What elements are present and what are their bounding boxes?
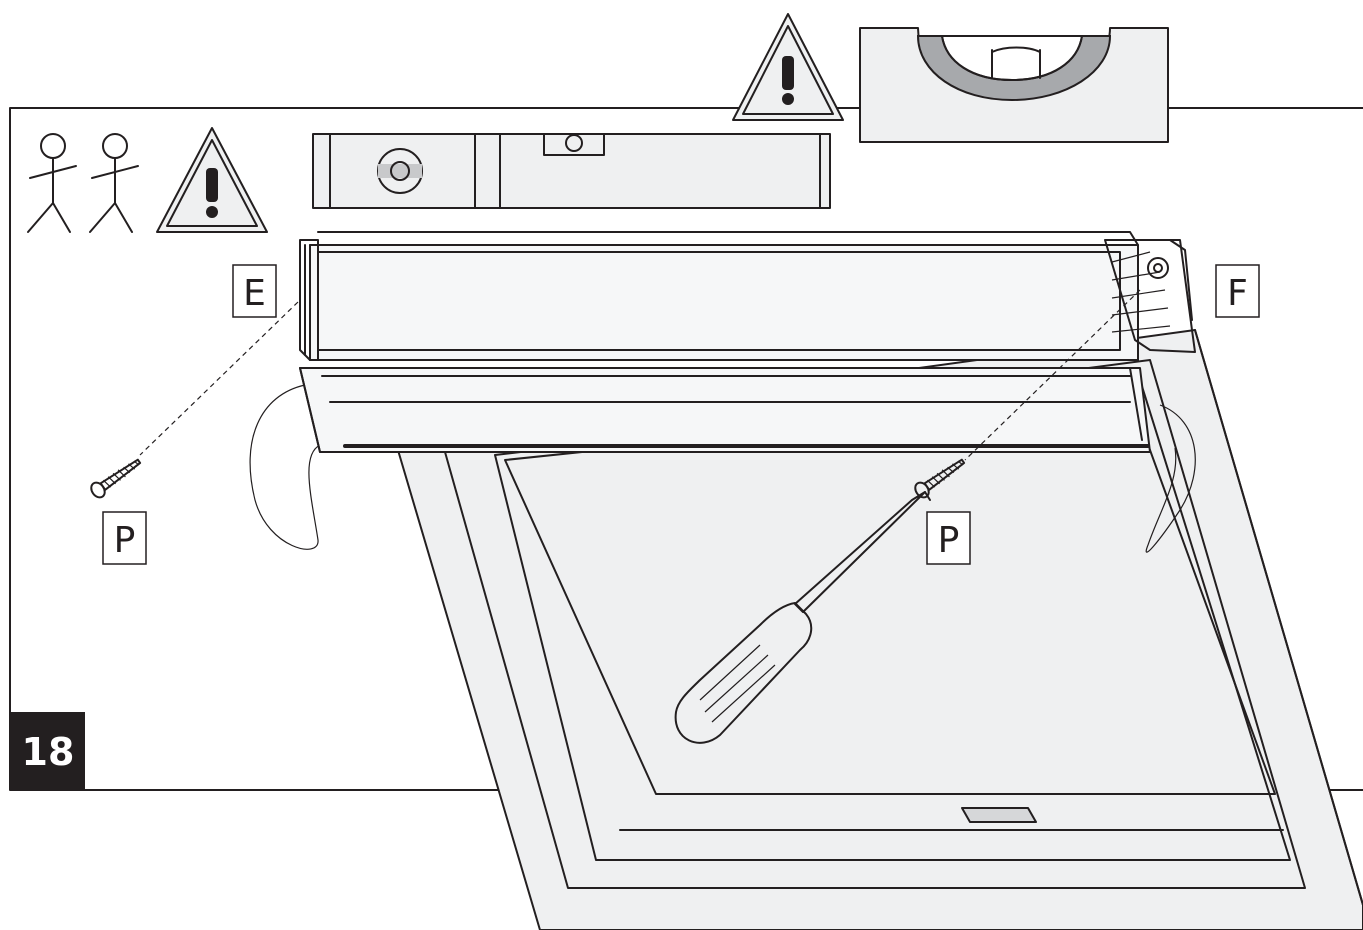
window-sash — [394, 329, 1363, 930]
label-box-f: F — [1215, 264, 1260, 318]
warning-triangle-top-icon — [732, 13, 844, 121]
step-number-badge: 18 — [10, 712, 85, 790]
label-p-left: P — [114, 520, 136, 561]
blind-top-rail — [299, 231, 1196, 361]
label-box-e: E — [232, 264, 277, 318]
step-number: 18 — [22, 730, 75, 774]
warning-triangle-icon — [156, 127, 268, 233]
label-e: E — [243, 273, 266, 314]
spirit-level-detail-icon — [859, 27, 1169, 143]
screw-left-icon — [90, 458, 142, 499]
label-box-p-right: P — [926, 511, 971, 565]
screwdriver-icon — [674, 491, 931, 744]
label-p-right: P — [938, 520, 960, 561]
spirit-level-icon — [312, 133, 831, 209]
screw-guide-lines — [139, 289, 1141, 461]
screw-right-icon — [914, 458, 966, 499]
blind-bottom-rail — [299, 367, 1151, 453]
label-f: F — [1227, 273, 1248, 314]
two-persons-icon — [27, 133, 139, 233]
label-box-p-left: P — [102, 511, 147, 565]
blind-cords — [249, 384, 1196, 553]
